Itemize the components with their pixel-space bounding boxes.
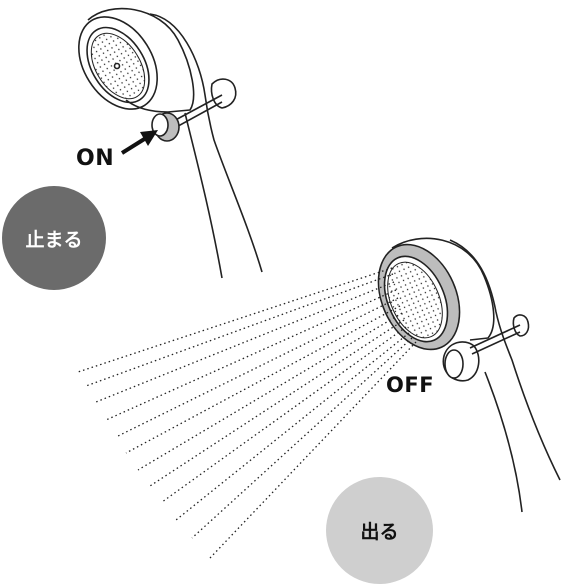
- stop-badge: 止まる: [2, 186, 106, 290]
- run-badge-text: 出る: [360, 521, 399, 543]
- shower-head-stopped: [78, 7, 263, 279]
- switch-rod: [469, 324, 521, 349]
- shower-head-running: [377, 237, 561, 513]
- nozzle-face: [387, 261, 443, 339]
- on-label: ON: [76, 146, 115, 171]
- water-spray: [77, 267, 417, 559]
- run-badge: 出る: [326, 477, 433, 584]
- switch-knob-right: [210, 78, 237, 109]
- head-shell: [87, 7, 195, 113]
- face-center: [113, 62, 121, 70]
- handle-outline: [449, 239, 561, 513]
- handle-outline: [149, 13, 263, 279]
- stop-badge-text: 止まる: [25, 228, 83, 251]
- face-ring-inner: [86, 26, 150, 104]
- off-label: OFF: [386, 373, 435, 397]
- arrow-icon: [120, 130, 158, 155]
- head-shell: [391, 237, 495, 341]
- face-ring-outer: [78, 16, 158, 110]
- switch-knob-right: [512, 314, 530, 337]
